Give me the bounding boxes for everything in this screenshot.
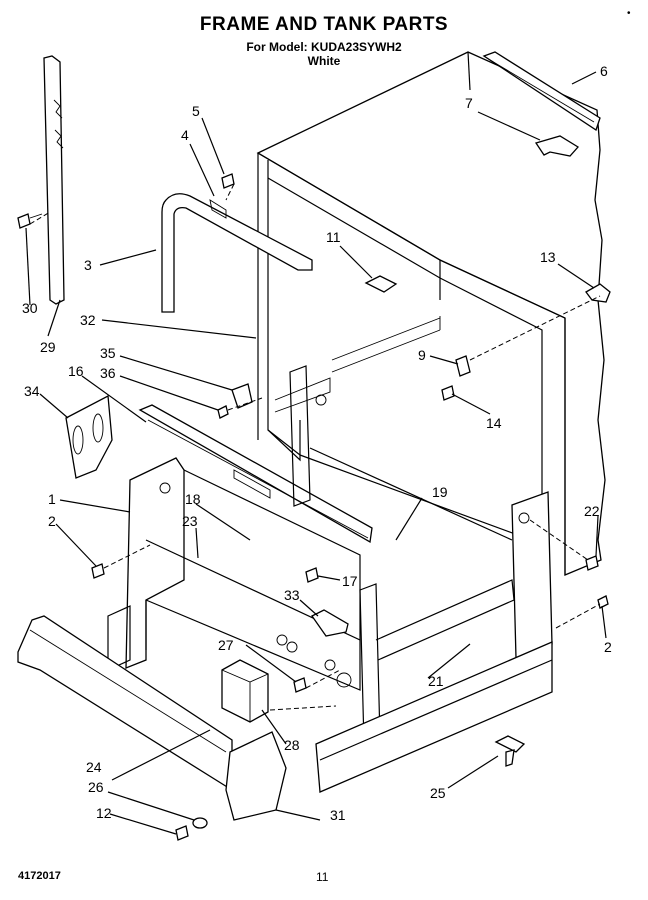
callout-13: 13 (540, 249, 556, 265)
callout-9: 9 (418, 347, 426, 363)
color-subtitle: White (307, 54, 341, 68)
callout-22: 22 (584, 503, 600, 519)
callout-4: 4 (181, 127, 189, 143)
part-11-clip (364, 275, 398, 293)
callout-18: 18 (185, 491, 201, 507)
callout-5: 5 (192, 103, 200, 119)
page-number: 11 (316, 870, 329, 884)
callout-14: 14 (486, 415, 502, 431)
callout-16: 16 (68, 363, 84, 379)
callout-3: 3 (84, 257, 92, 273)
corner-mark: • (627, 8, 631, 19)
part-24-toe-panel (17, 615, 233, 792)
callout-24: 24 (86, 759, 102, 775)
callout-35: 35 (100, 345, 116, 361)
callout-26: 26 (88, 779, 104, 795)
callout-17: 17 (342, 573, 358, 589)
right-frame (289, 365, 553, 745)
callout-29: 29 (40, 339, 56, 355)
callout-33: 33 (284, 587, 300, 603)
callout-27: 27 (218, 637, 234, 653)
part-33-bracket (311, 609, 349, 637)
part-34-spring-bracket (65, 394, 113, 479)
page-title: FRAME AND TANK PARTS (199, 14, 449, 35)
callout-2-right: 2 (604, 639, 612, 655)
part-30-screw (17, 213, 43, 229)
callout-labels: 6 7 5 4 3 11 13 30 32 29 35 9 36 16 34 1… (22, 63, 612, 823)
part-28-box (221, 659, 269, 723)
callout-36: 36 (100, 365, 116, 381)
callout-21: 21 (428, 673, 444, 689)
callout-7: 7 (465, 95, 473, 111)
callout-32: 32 (80, 312, 96, 328)
model-subtitle: For Model: KUDA23SYWH2 (246, 40, 402, 54)
screws (91, 355, 609, 841)
part-21-base-tray (315, 641, 553, 793)
callout-30: 30 (22, 300, 38, 316)
part-7-bracket (534, 135, 580, 157)
callout-1: 1 (48, 491, 56, 507)
part-25-leveling-leg (494, 735, 526, 767)
callout-19: 19 (432, 484, 448, 500)
callout-34: 34 (24, 383, 40, 399)
part-29-side-rail (43, 55, 65, 305)
part-35-valve (217, 383, 253, 419)
callout-23: 23 (182, 513, 198, 529)
part-31-insulation (225, 731, 287, 821)
callout-12: 12 (96, 805, 112, 821)
part-5-screw (221, 173, 235, 189)
assembly-lines (29, 183, 601, 711)
part-3-4-vent-tube (161, 193, 313, 313)
part-6-gasket-strip (482, 51, 601, 132)
document-code: 4172017 (18, 870, 61, 882)
callout-28: 28 (284, 737, 300, 753)
base-frame (107, 457, 361, 691)
callout-31: 31 (330, 807, 346, 823)
part-13-bracket (585, 283, 611, 303)
leader-lines (25, 71, 607, 835)
callout-25: 25 (430, 785, 446, 801)
tank-shell (256, 51, 606, 576)
callout-6: 6 (600, 63, 608, 79)
callout-2: 2 (48, 513, 56, 529)
callout-11: 11 (326, 229, 341, 245)
